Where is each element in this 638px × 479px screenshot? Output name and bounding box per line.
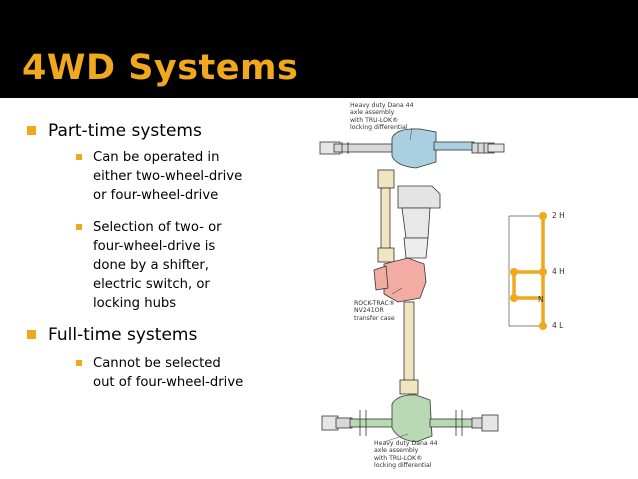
sub-bullet-line: out of four-wheel-drive (93, 375, 244, 390)
caption-line: ROCK-TRAC® (354, 300, 396, 307)
transfer-case-caption: ROCK-TRAC® NV241OR transfer case (354, 300, 395, 322)
bullet-part-time: Part-time systems (27, 121, 202, 141)
caption-line: axle assembly (350, 109, 395, 117)
shift-position-dots (510, 212, 547, 330)
caption-line: locking differential (350, 124, 408, 132)
caption-line: with TRU-LOK® (374, 454, 423, 462)
sub-bullet-cannot: Cannot be selected out of four-wheel-dri… (76, 354, 244, 392)
square-bullet-icon (76, 224, 82, 230)
caption-line: axle assembly (374, 447, 419, 455)
square-bullet-icon (27, 330, 36, 339)
transmission (397, 185, 441, 259)
caption-line: NV241OR (354, 307, 384, 315)
rear-axle (321, 394, 499, 443)
transfer-case (373, 257, 427, 303)
sub-bullet-line: Selection of two- or (93, 220, 222, 235)
rear-axle-caption: Heavy duty Dana 44 axle assembly with TR… (374, 440, 438, 470)
drivetrain-diagram: Heavy duty Dana 44 axle assembly with TR… (312, 98, 638, 479)
caption-line: transfer case (354, 314, 395, 322)
sub-bullet-line: done by a shifter, (93, 258, 209, 273)
sub-bullet-line: locking hubs (93, 296, 177, 311)
front-axle-caption: Heavy duty Dana 44 axle assembly with TR… (350, 102, 414, 132)
bullet-label: Full-time systems (48, 325, 198, 345)
sub-bullet-selection: Selection of two- or four-wheel-drive is… (76, 218, 222, 313)
sub-bullet-line: Can be operated in (93, 150, 220, 165)
title-bar: 4WD Systems (0, 0, 638, 98)
slide-content: Part-time systems Can be operated in eit… (0, 98, 638, 479)
caption-line: with TRU-LOK® (350, 116, 399, 124)
bullet-full-time: Full-time systems (27, 325, 198, 345)
drivetrain-drawing (319, 127, 547, 443)
square-bullet-icon (76, 360, 82, 366)
front-driveshaft (377, 169, 395, 263)
sub-bullet-line: either two-wheel-drive (93, 169, 243, 184)
shift-label-4h: 4 H (552, 267, 565, 276)
sub-bullet-operated: Can be operated in either two-wheel-driv… (76, 148, 243, 205)
sub-bullet-line: or four-wheel-drive (93, 188, 219, 203)
rear-driveshaft (399, 301, 419, 395)
caption-line: Heavy duty Dana 44 (350, 102, 414, 109)
shift-label-4l: 4 L (552, 321, 564, 330)
shift-label-n: N (538, 295, 544, 304)
bullet-list: Part-time systems Can be operated in eit… (0, 98, 310, 479)
sub-bullet-line: electric switch, or (93, 277, 210, 292)
caption-line: Heavy duty Dana 44 (374, 440, 438, 447)
square-bullet-icon (76, 154, 82, 160)
sub-bullet-line: four-wheel-drive is (93, 239, 216, 254)
caption-line: locking differential (374, 462, 432, 470)
sub-bullet-line: Cannot be selected (93, 356, 221, 371)
square-bullet-icon (27, 126, 36, 135)
slide-title: 4WD Systems (22, 48, 299, 88)
front-axle (319, 128, 505, 169)
bullet-label: Part-time systems (48, 121, 202, 141)
shift-label-2h: 2 H (552, 211, 565, 220)
leader-lines (383, 127, 413, 443)
